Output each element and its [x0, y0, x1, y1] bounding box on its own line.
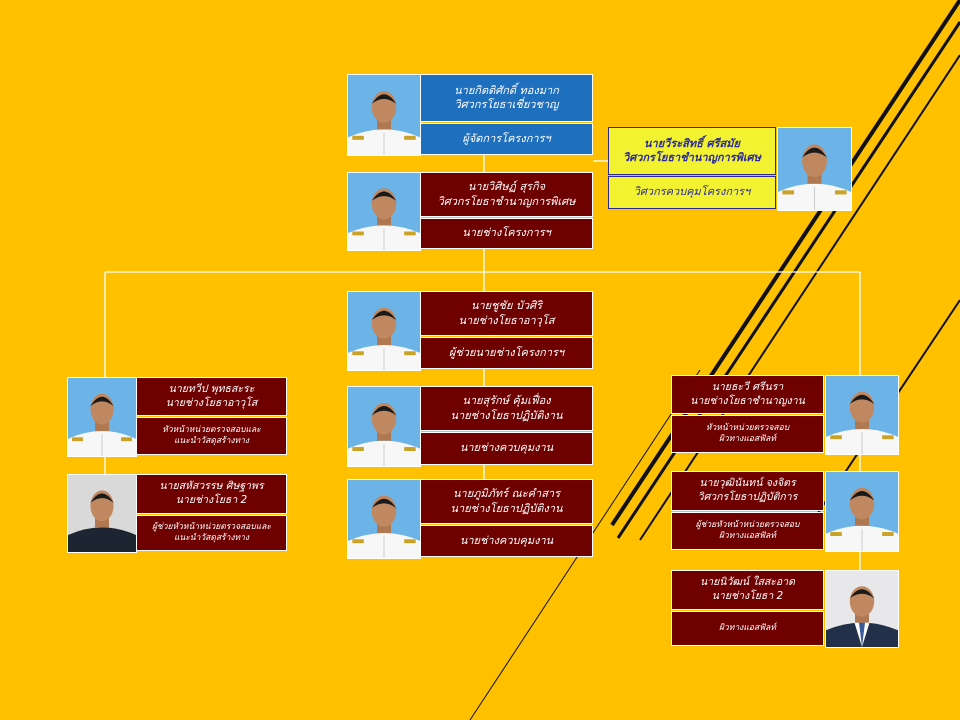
role-box: ผู้ช่วยหัวหน้าหน่วยตรวจสอบและ แนะนำวัสดุ… [136, 515, 287, 551]
role-box: นายช่างควบคุมงาน [420, 525, 593, 557]
name-title-box: นายวุฒินันทน์ จงจิตร วิศวกรโยธาปฏิบัติกา… [671, 471, 824, 511]
portrait-photo [825, 471, 899, 552]
role-box: ผู้ช่วยหัวหน้าหน่วยตรวจสอบ ผิวทางแอสฟัลท… [671, 512, 824, 550]
person-name: นายชูชัย บัวศิริ [470, 299, 543, 313]
person-title: นายช่างโยธาอาวุโส [165, 396, 258, 409]
name-title-box: นายชูชัย บัวศิริ นายช่างโยธาอาวุโส [420, 291, 593, 336]
person-title: นายช่างโยธาชำนาญงาน [690, 394, 805, 407]
person-role: นายช่างควบคุมงาน [459, 441, 554, 455]
portrait-photo [347, 291, 421, 371]
name-title-box: นายวิศิษฏ์ สุรกิจ วิศวกรโยธาชำนาญการพิเศ… [420, 172, 593, 217]
person-role: ผิวทางแอสฟัลท์ [719, 622, 776, 633]
person-role: นายช่างควบคุมงาน [459, 533, 554, 547]
person-title: นายช่างโยธาอาวุโส [458, 313, 555, 327]
portrait-photo [67, 377, 137, 457]
person-role: ผู้จัดการโครงการฯ [462, 131, 551, 145]
person-name: นายสุรักษ์ คุ้มเฟื่อง [462, 394, 551, 408]
name-title-box: นายทวีป พุทธสะระ นายช่างโยธาอาวุโส [136, 377, 287, 416]
person-title: วิศวกรโยธาชำนาญการพิเศษ [623, 151, 761, 164]
role-box: ผู้ช่วยนายช่างโครงการฯ [420, 337, 593, 369]
person-name: นายทวีป พุทธสะระ [168, 382, 255, 395]
role-box: หัวหน้าหน่วยตรวจสอบ ผิวทางแอสฟัลท์ [671, 415, 824, 453]
person-title: วิศวกรโยธาปฏิบัติการ [697, 491, 798, 503]
portrait-photo [347, 386, 421, 467]
name-title-box: นายวีระสิทธิ์ ศรีสมัย วิศวกรโยธาชำนาญการ… [608, 127, 776, 175]
role-box: นายช่างโครงการฯ [420, 218, 593, 249]
name-title-box: นายกิตติศักดิ์ ทองมาก วิศวกรโยธาเชี่ยวชา… [420, 74, 593, 122]
person-role-line-2: ผิวทางแอสฟัลท์ [719, 531, 776, 541]
person-name: นายนิวัฒน์ ใสสะอาด [700, 576, 795, 589]
person-role-line-2: แนะนำวัสดุสร้างทาง [173, 436, 250, 446]
name-title-box: นายธะวี ศรีนรา นายช่างโยธาชำนาญงาน [671, 375, 824, 414]
person-name: นายสหัสวรรษ ศิษฐาพร [159, 480, 264, 493]
person-role-line-2: ผิวทางแอสฟัลท์ [719, 434, 776, 444]
name-title-box: นายสุรักษ์ คุ้มเฟื่อง นายช่างโยธาปฏิบัติ… [420, 386, 593, 431]
role-box: วิศวกรควบคุมโครงการฯ [608, 176, 776, 209]
portrait-photo [347, 172, 421, 251]
person-title: วิศวกรโยธาเชี่ยวชาญ [454, 98, 559, 111]
role-box: ผิวทางแอสฟัลท์ [671, 611, 824, 646]
person-role-line-2: แนะนำวัสดุสร้างทาง [173, 533, 250, 543]
name-title-box: นายภูมิภัทร์ ณะคำสาร นายช่างโยธาปฏิบัติง… [420, 479, 593, 524]
person-title: นายช่างโยธา 2 [175, 494, 248, 506]
person-name: นายวีระสิทธิ์ ศรีสมัย [644, 136, 740, 150]
person-title: นายช่างโยธา 2 [711, 590, 784, 602]
portrait-photo [347, 479, 421, 559]
portrait-photo [67, 474, 137, 553]
person-title: นายช่างโยธาปฏิบัติงาน [450, 408, 563, 422]
person-title: วิศวกรโยธาชำนาญการพิเศษ [437, 194, 576, 208]
portrait-photo [777, 127, 852, 211]
person-name: นายภูมิภัทร์ ณะคำสาร [453, 487, 560, 501]
role-box: นายช่างควบคุมงาน [420, 432, 593, 465]
name-title-box: นายสหัสวรรษ ศิษฐาพร นายช่างโยธา 2 [136, 474, 287, 514]
person-role: นายช่างโครงการฯ [462, 226, 551, 240]
name-title-box: นายนิวัฒน์ ใสสะอาด นายช่างโยธา 2 [671, 570, 824, 610]
person-name: นายวุฒินันทน์ จงจิตร [699, 477, 796, 490]
person-role: วิศวกรควบคุมโครงการฯ [633, 185, 751, 199]
person-name: นายกิตติศักดิ์ ทองมาก [454, 83, 559, 97]
portrait-photo [825, 570, 899, 648]
person-title: นายช่างโยธาปฏิบัติงาน [450, 501, 563, 515]
person-name: นายธะวี ศรีนรา [711, 380, 784, 393]
portrait-photo [825, 375, 899, 455]
role-box: ผู้จัดการโครงการฯ [420, 123, 593, 155]
person-role-line-1: ผู้ช่วยหัวหน้าหน่วยตรวจสอบและ [151, 521, 271, 532]
person-role-line-1: หัวหน้าหน่วยตรวจสอบ [705, 422, 790, 433]
person-role-line-1: ผู้ช่วยหัวหน้าหน่วยตรวจสอบ [695, 519, 800, 530]
person-role: ผู้ช่วยนายช่างโครงการฯ [448, 345, 565, 359]
person-name: นายวิศิษฏ์ สุรกิจ [467, 180, 546, 194]
person-role-line-1: หัวหน้าหน่วยตรวจสอบและ [162, 424, 261, 435]
role-box: หัวหน้าหน่วยตรวจสอบและ แนะนำวัสดุสร้างทา… [136, 417, 287, 455]
portrait-photo [347, 74, 421, 156]
